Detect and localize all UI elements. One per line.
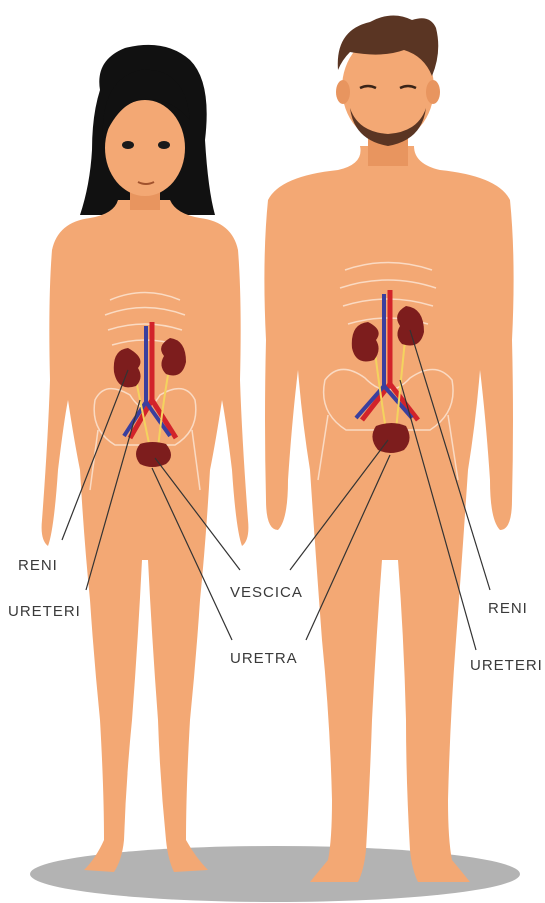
male-ear-right <box>426 80 440 104</box>
label-male-reni: RENI <box>488 600 528 617</box>
label-female-ureteri: URETERI <box>8 603 81 620</box>
female-figure <box>42 45 249 872</box>
female-bladder <box>136 442 171 467</box>
label-vescica: VESCICA <box>230 584 303 601</box>
female-eye-right <box>158 141 170 149</box>
male-figure <box>264 15 513 882</box>
male-body <box>264 146 513 882</box>
label-female-reni: RENI <box>18 557 58 574</box>
female-eye-left <box>122 141 134 149</box>
male-bladder <box>372 423 409 453</box>
male-ear-left <box>336 80 350 104</box>
label-uretra: URETRA <box>230 650 298 667</box>
label-male-ureteri: URETERI <box>470 657 543 674</box>
female-body <box>42 200 249 872</box>
